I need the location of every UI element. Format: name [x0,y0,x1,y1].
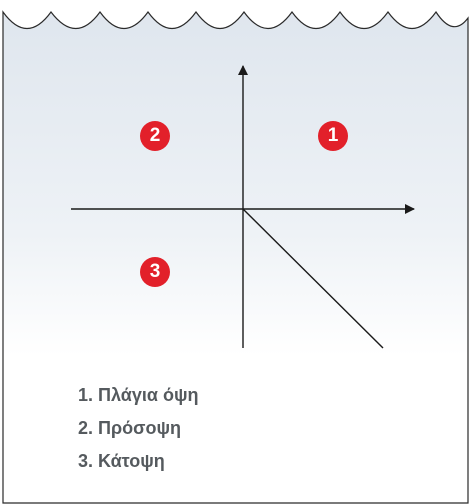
region-badge-1: 1 [318,121,348,151]
legend-item-top-view: 3. Κάτοψη [78,451,165,471]
scalloped-sheet-outline [2,10,469,504]
views-legend: 1. Πλάγια όψη 2. Πρόσοψη 3. Κάτοψη [78,382,199,481]
diagonal-axis [242,208,384,349]
legend-item-front-view: 2. Πρόσοψη [78,418,182,438]
legend-item-side-view: 1. Πλάγια όψη [78,385,199,405]
region-badge-2: 2 [140,121,170,151]
region-badge-3: 3 [140,257,170,287]
